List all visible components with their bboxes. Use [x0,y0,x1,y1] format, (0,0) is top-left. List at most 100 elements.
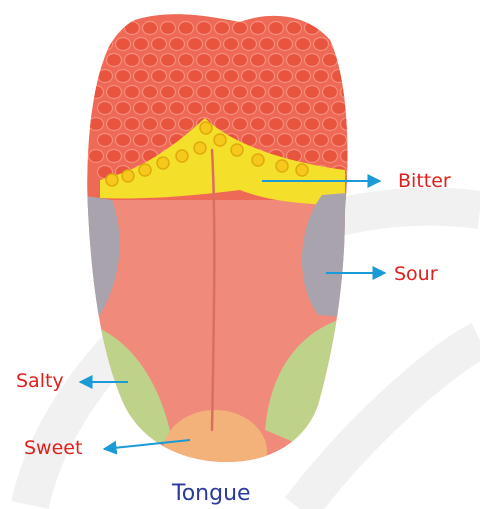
papilla [161,54,176,67]
papilla [98,134,113,147]
papilla [296,134,311,147]
papilla [143,54,158,67]
papilla [305,150,320,163]
diagram-caption: Tongue [172,483,251,505]
papilla [125,150,140,163]
papilla [197,54,212,67]
papilla [287,54,302,67]
papilla [287,22,302,35]
papilla [251,54,266,67]
papilla [314,102,329,115]
circumvallate-papilla [106,174,118,186]
papilla [152,70,167,83]
papilla [125,22,140,35]
papilla [323,118,338,131]
papilla [350,70,365,83]
papilla [188,102,203,115]
papilla [143,22,158,35]
papilla [260,70,275,83]
papilla [242,38,257,51]
papilla [269,118,284,131]
sweet-label: Sweet [24,439,82,458]
circumvallate-papilla [122,170,134,182]
papilla [170,102,185,115]
papilla [125,54,140,67]
salty-label: Salty [16,372,64,391]
papilla [260,134,275,147]
papilla [107,22,122,35]
papilla [89,54,104,67]
papilla [152,134,167,147]
papilla [134,38,149,51]
papilla [161,86,176,99]
papilla [278,38,293,51]
circumvallate-papilla [214,134,226,146]
papilla [350,134,365,147]
papilla [323,22,338,35]
papilla [278,134,293,147]
papilla [332,38,347,51]
papilla [188,38,203,51]
circumvallate-papilla [276,160,288,172]
papilla [134,102,149,115]
papilla [161,118,176,131]
papilla [89,86,104,99]
circumvallate-papilla [194,142,206,154]
papilla [206,102,221,115]
papilla [233,54,248,67]
papilla [242,102,257,115]
papilla [152,38,167,51]
sour-label: Sour [394,265,438,284]
papilla [179,86,194,99]
papilla [197,86,212,99]
papilla [341,54,356,67]
papilla [116,102,131,115]
papilla [89,150,104,163]
papilla [278,70,293,83]
papilla [332,70,347,83]
papilla [107,150,122,163]
circumvallate-papilla [296,164,308,176]
papilla [323,150,338,163]
circumvallate-papilla [139,164,151,176]
papilla [323,54,338,67]
papilla [332,102,347,115]
papilla [89,118,104,131]
papilla [314,70,329,83]
papilla [233,86,248,99]
papilla [143,118,158,131]
papilla [170,38,185,51]
papilla [260,38,275,51]
papilla [224,102,239,115]
papilla [134,70,149,83]
papilla [125,86,140,99]
papilla [206,38,221,51]
circumvallate-papilla [157,157,169,169]
papilla [134,134,149,147]
papilla [224,70,239,83]
papilla [179,22,194,35]
papilla [116,70,131,83]
papilla [341,150,356,163]
papilla [296,38,311,51]
papilla [197,22,212,35]
papilla [350,166,365,179]
papilla [332,134,347,147]
papilla [269,22,284,35]
papilla [341,118,356,131]
papilla [233,118,248,131]
papilla [305,86,320,99]
papilla [305,22,320,35]
papilla [98,70,113,83]
papilla [305,118,320,131]
papilla [314,38,329,51]
papilla [269,86,284,99]
papilla [251,118,266,131]
papilla [350,38,365,51]
papilla [215,86,230,99]
circumvallate-papilla [231,144,243,156]
papilla [152,102,167,115]
papilla [296,70,311,83]
papilla [323,86,338,99]
